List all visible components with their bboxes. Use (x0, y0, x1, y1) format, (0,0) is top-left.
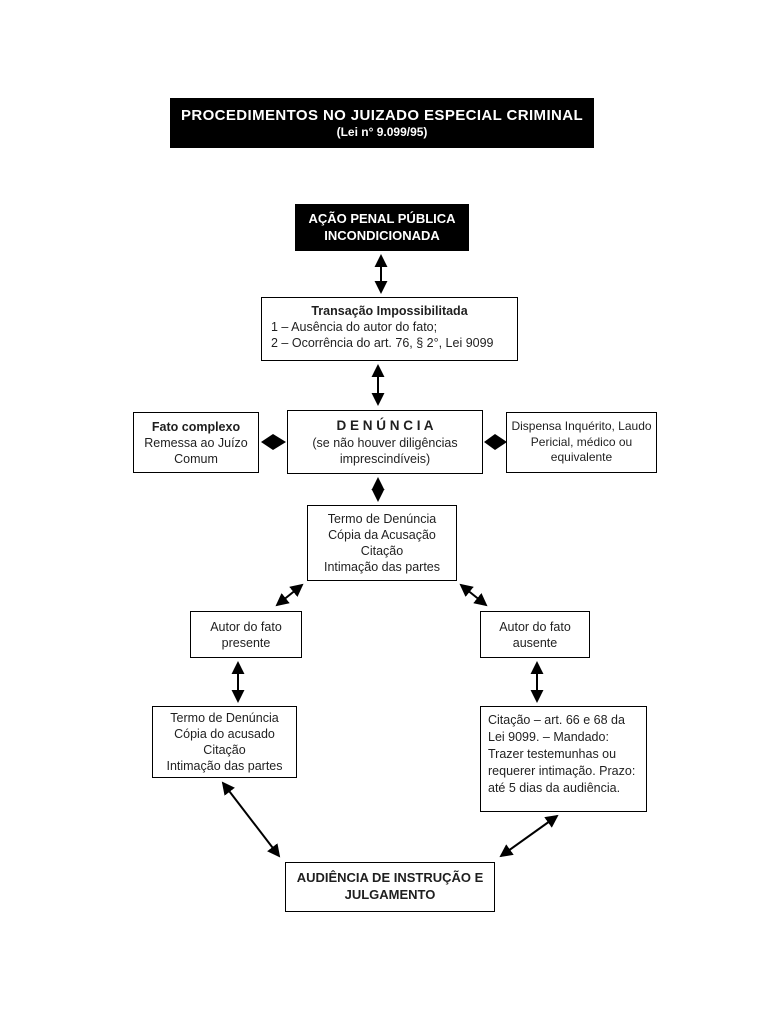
title-banner: PROCEDIMENTOS NO JUIZADO ESPECIAL CRIMIN… (170, 98, 594, 148)
node-termo2-line1: Termo de Denúncia (170, 711, 279, 725)
node-citacao-mandado: Citação – art. 66 e 68 da Lei 9099. – Ma… (480, 706, 647, 812)
node-autor-presente-line1: Autor do fato (210, 619, 282, 634)
node-termo1-line4: Intimação das partes (323, 560, 441, 574)
node-audiencia: AUDIÊNCIA DE INSTRUÇÃO E JULGAMENTO (285, 862, 495, 912)
double-arrow-citacao-audiencia-icon (499, 814, 559, 858)
node-denuncia-title: D E N Ú N C I A (336, 418, 434, 434)
page-subtitle: (Lei n° 9.099/95) (336, 125, 428, 139)
node-acao-penal: AÇÃO PENAL PÚBLICA INCONDICIONADA (295, 204, 469, 251)
node-autor-ausente-line2: ausente (512, 635, 558, 650)
diamond-arrow-denuncia-dispensa-icon (484, 434, 507, 450)
diamond-arrow-fato-denuncia-icon (261, 434, 286, 450)
node-transacao-item2: 2 – Ocorrência do art. 76, § 2°, Lei 909… (271, 336, 494, 350)
node-citacao-mandado-body: Citação – art. 66 e 68 da Lei 9099. – Ma… (488, 713, 636, 795)
node-autor-ausente: Autor do fato ausente (480, 611, 590, 658)
node-fato-complexo-title: Fato complexo (151, 419, 241, 434)
node-termo2-line3: Citação (203, 743, 246, 757)
node-audiencia-line2: JULGAMENTO (344, 887, 436, 902)
node-termo1-line2: Cópia da Acusação (328, 528, 436, 542)
node-transacao: Transação Impossibilitada 1 – Ausência d… (261, 297, 518, 361)
node-acao-penal-line2: INCONDICIONADA (324, 227, 440, 243)
node-transacao-title: Transação Impossibilitada (311, 304, 468, 318)
node-termo2-line4: Intimação das partes (166, 759, 283, 773)
node-termo1-line3: Citação (360, 544, 404, 558)
node-termo1-line1: Termo de Denúncia (327, 512, 437, 526)
node-audiencia-line1: AUDIÊNCIA DE INSTRUÇÃO E (296, 870, 484, 886)
node-denuncia: D E N Ú N C I A (se não houver diligênci… (287, 410, 483, 474)
double-arrow-termo-autor-presente-icon (275, 583, 304, 607)
node-termo2-line2: Cópia do acusado (174, 727, 275, 741)
node-termo-denuncia-acusacao: Termo de Denúncia Cópia da Acusação Cita… (307, 505, 457, 581)
node-fato-complexo: Fato complexo Remessa ao Juízo Comum (133, 412, 259, 473)
node-dispensa-inquerito: Dispensa Inquérito, Laudo Pericial, médi… (506, 412, 657, 473)
double-arrow-termo2-audiencia-icon (221, 781, 281, 858)
node-denuncia-body: (se não houver diligências imprescindíve… (312, 435, 458, 466)
node-transacao-item1: 1 – Ausência do autor do fato; (271, 320, 438, 334)
page-title: PROCEDIMENTOS NO JUIZADO ESPECIAL CRIMIN… (180, 107, 584, 124)
node-autor-ausente-line1: Autor do fato (499, 619, 571, 634)
node-autor-presente-line2: presente (221, 635, 271, 650)
node-termo-denuncia-acusado: Termo de Denúncia Cópia do acusado Citaç… (152, 706, 297, 778)
node-fato-complexo-body: Remessa ao Juízo Comum (144, 435, 248, 466)
double-arrow-termo-autor-ausente-icon (459, 583, 488, 607)
node-autor-presente: Autor do fato presente (190, 611, 302, 658)
node-acao-penal-line1: AÇÃO PENAL PÚBLICA (308, 210, 456, 226)
node-dispensa-inquerito-body: Dispensa Inquérito, Laudo Pericial, médi… (511, 419, 652, 465)
